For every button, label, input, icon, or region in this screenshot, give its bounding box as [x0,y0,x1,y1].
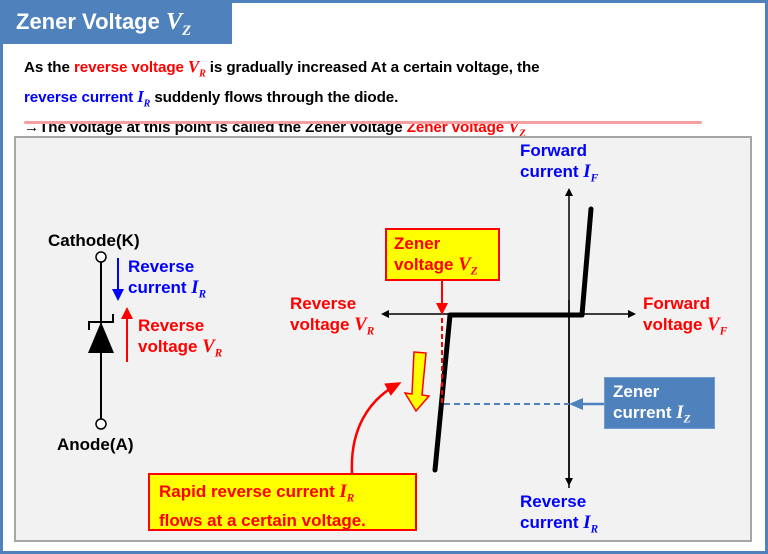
intro-line-1: As the reverse voltage VR is gradually i… [24,57,540,80]
zener-bar [88,314,114,330]
yellow-down-arrow-icon [403,351,431,413]
zener-diode-symbol [88,251,114,430]
intro-line-2: reverse current IR suddenly flows throug… [24,86,399,110]
anode-label: Anode(A) [57,435,134,454]
intro-text: As the reverse voltage VR is gradually i… [24,56,744,146]
cathode-terminal [95,251,107,263]
anode-terminal [95,418,107,430]
curved-red-arrow [350,382,402,474]
title-text: Zener Voltage [16,9,166,34]
highlight-underline [24,121,702,124]
diode-triangle [88,322,114,353]
title-symbol: VZ [165,8,191,39]
cathode-label: Cathode(K) [48,231,140,250]
page-title: Zener Voltage VZ [0,0,232,44]
